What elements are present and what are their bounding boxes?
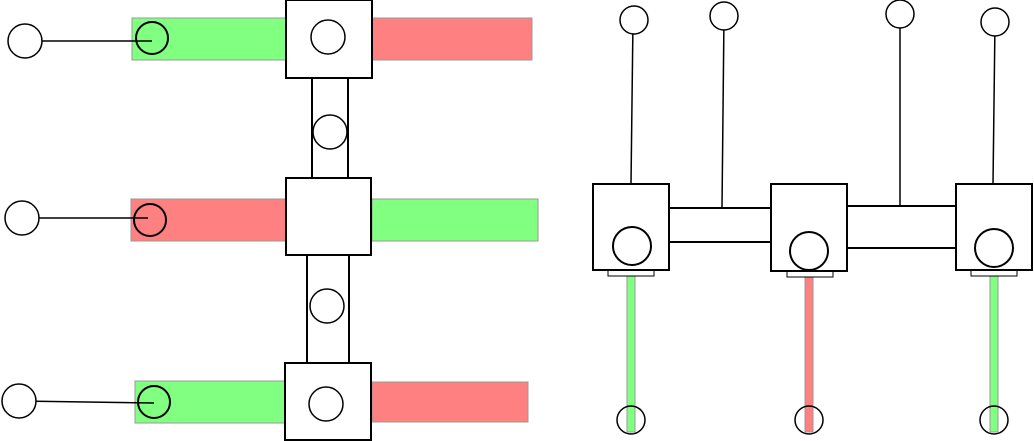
left-row-1-right-bar <box>371 17 533 61</box>
right-diagram <box>592 0 1033 435</box>
left-row-3-handle-line <box>18 400 155 404</box>
left-row-1-center-node <box>310 19 346 55</box>
block-1-stem <box>626 275 636 433</box>
block-1-node <box>612 226 652 266</box>
block-3-stem-node <box>979 405 1009 435</box>
left-row-2-right-bar <box>371 198 539 242</box>
left-row-2-center-box <box>285 177 372 256</box>
left-row-3 <box>1 362 529 441</box>
block-2-node <box>789 231 829 271</box>
left-row-1-bar-node <box>135 21 169 55</box>
bridge-2 <box>846 205 957 249</box>
left-row-3-handle-node <box>1 383 37 419</box>
antenna-4-line <box>992 21 996 185</box>
left-row-1-handle-node <box>7 23 43 59</box>
bridge-1 <box>668 207 772 243</box>
vertical-connector-lower-node <box>309 288 345 324</box>
block-2-stem-node <box>794 405 824 435</box>
left-row-3-right-bar <box>371 381 529 423</box>
block-3-stem <box>989 275 999 433</box>
left-row-3-bar-node <box>137 385 171 419</box>
antenna-2-node <box>709 1 739 31</box>
left-row-1 <box>7 0 533 79</box>
antenna-1-line <box>630 19 634 185</box>
left-row-3-center-node <box>308 386 344 422</box>
vertical-connector-upper-node <box>312 114 348 150</box>
antenna-2-line <box>721 15 725 209</box>
block-1-stem-node <box>616 405 646 435</box>
left-row-2-bar-node <box>133 203 167 237</box>
left-diagram <box>1 0 539 441</box>
block-3-node <box>974 228 1014 268</box>
left-row-2 <box>4 177 539 256</box>
block-2-stem <box>804 275 814 433</box>
antenna-4-node <box>980 7 1010 37</box>
antenna-3-node <box>885 0 915 29</box>
left-row-2-handle-node <box>4 200 40 236</box>
antenna-1-node <box>619 5 649 35</box>
